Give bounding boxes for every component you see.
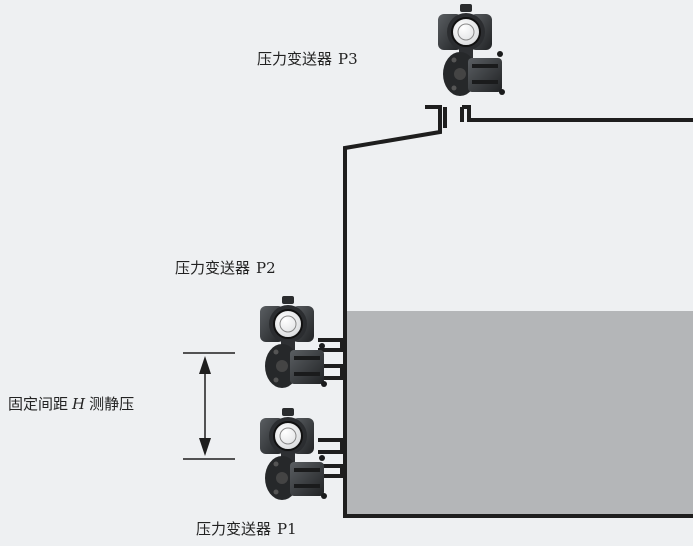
transmitter-p3-name: 压力变送器 [257, 50, 333, 68]
tank-wall-left [343, 105, 693, 518]
nozzle-p3 [443, 107, 464, 128]
dimension-suffix: 测静压 [89, 395, 135, 413]
dimension-prefix: 固定间距 [8, 395, 69, 413]
transmitter-p2-name: 压力变送器 [175, 259, 251, 277]
transmitter-p1-label: 压力变送器 P1 [196, 522, 297, 537]
nozzle-p2-upper [318, 338, 344, 352]
transmitter-p3-icon [437, 3, 506, 97]
dimension-arrow [183, 352, 235, 460]
liquid-fill [345, 311, 693, 516]
nozzle-p1-lower [318, 464, 344, 478]
transmitter-p3-tag: P3 [338, 50, 358, 68]
tank-wall [462, 105, 693, 122]
transmitter-p1-tag: P1 [277, 520, 297, 538]
transmitter-p3-label: 压力变送器 P3 [257, 52, 358, 67]
transmitter-p2-label: 压力变送器 P2 [175, 261, 276, 276]
nozzle-p1-upper [318, 438, 344, 454]
transmitter-p2-tag: P2 [256, 259, 276, 277]
transmitter-p1-icon [259, 407, 328, 501]
transmitter-p1-name: 压力变送器 [196, 520, 272, 538]
transmitter-p2-icon [259, 295, 328, 389]
nozzle-p2-lower [318, 364, 344, 380]
dimension-symbol: H [72, 395, 86, 413]
